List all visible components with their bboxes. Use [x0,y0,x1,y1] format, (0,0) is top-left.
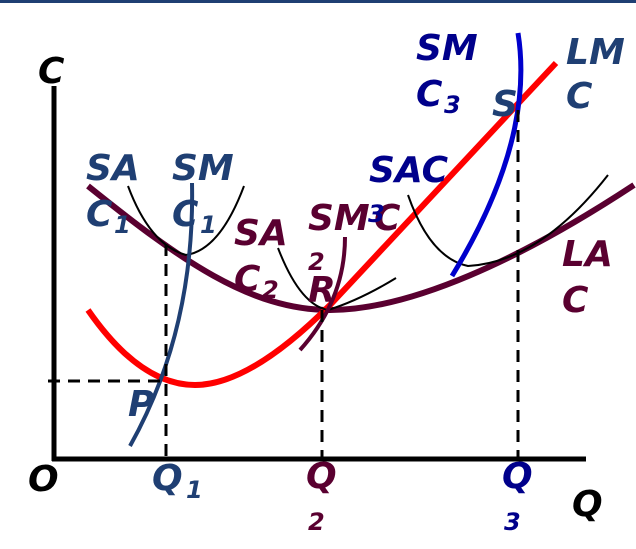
q2-label: Q [306,456,337,497]
q1-label: Q [152,458,183,499]
smc3-curve [449,32,524,278]
smc3-label-top: SM [416,28,478,69]
sac2-label-top: SA [234,213,288,254]
point-r-label: R [308,270,336,311]
lmc-label-bottom: C [566,76,593,117]
smc3-subscript: 3 [444,91,461,119]
q3-subscript: 3 [504,508,521,536]
sac1-subscript: 1 [114,211,131,239]
smc1-subscript: 1 [200,211,217,239]
smc1-label-top: SM [172,148,234,189]
smc2-curve [298,236,347,352]
smc2-subscript: 2 [308,248,325,276]
sac3-label: SAC [369,150,449,191]
sac1-label-bottom: C [86,194,113,235]
smc3-label-bottom: C [416,74,443,115]
point-s-label: S [492,84,518,125]
q1-subscript: 1 [186,476,203,504]
lac-label-top: LA [562,234,613,275]
sac3-curve [407,174,609,268]
q2-subscript: 2 [308,508,325,536]
x-axis-label: Q [572,484,603,525]
smc2-label-c: C [374,198,401,239]
sac1-curve [127,185,245,257]
lac-label-bottom: C [562,280,589,321]
lmc-curve [85,60,559,389]
smc1-curve [128,182,195,447]
smc1-label-bottom: C [172,194,199,235]
sac2-subscript: 2 [262,276,279,304]
sac1-label-top: SA [86,148,140,189]
origin-label: O [28,459,59,500]
point-p-label: P [128,384,154,425]
sac3-subscript: 3 [368,200,385,228]
y-axis-label: C [38,51,65,92]
q3-label: Q [502,456,533,497]
sac2-label-bottom: C [234,259,261,300]
top-border-line [0,0,636,3]
lmc-label-top: LM [566,32,625,73]
smc2-label-top: SM [308,198,370,239]
